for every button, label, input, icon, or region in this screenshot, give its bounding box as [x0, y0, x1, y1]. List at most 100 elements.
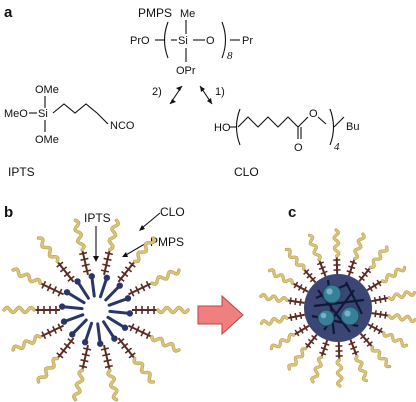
ipts-rung: [294, 329, 300, 337]
ipts-rung: [358, 275, 365, 282]
ipts-rung: [289, 297, 292, 305]
ipts-rung: [319, 351, 327, 356]
ipts-rung: [293, 281, 299, 289]
clo-chain: [369, 245, 389, 269]
ipts-rung: [52, 326, 58, 334]
ipts-rung: [100, 269, 109, 273]
ipts-rung: [350, 346, 358, 351]
silica-domain: [317, 309, 335, 327]
ipts-rung: [299, 298, 302, 306]
pmps-linker: [65, 290, 86, 305]
ipts-rung: [46, 328, 52, 337]
clo-chain: [270, 333, 295, 350]
ipts-rung: [377, 327, 383, 335]
ipts-rung: [129, 288, 135, 297]
ipts-rung: [373, 325, 379, 333]
ipts-rung: [363, 337, 370, 344]
ipts-rung: [124, 266, 133, 273]
clo-chain: [354, 355, 368, 382]
ipts-rung: [145, 280, 151, 289]
pmps-node: [81, 339, 89, 346]
ipts-rung: [320, 270, 328, 275]
ipts-rung: [79, 251, 88, 256]
pmps-node: [69, 331, 76, 338]
pmps-node: [126, 310, 134, 317]
ipts-rung: [349, 260, 357, 265]
ipts-rung: [294, 312, 298, 321]
ipts-rung: [369, 322, 374, 330]
pmps-pendant: OPr: [176, 65, 196, 77]
pmps-linker: [104, 284, 122, 302]
ipts-rung: [378, 295, 382, 304]
pmps-left-group: PrO: [130, 35, 150, 47]
ipts-rung: [121, 270, 129, 278]
ipts-rung: [104, 251, 113, 256]
clo-chain: [382, 331, 408, 348]
panel-b-labels: IPTS CLO PMPS: [84, 205, 185, 262]
ipts-rung: [128, 352, 136, 359]
silica-domain: [322, 284, 342, 304]
clo-end-group: Bu: [346, 121, 359, 133]
pmps-linker: [60, 305, 84, 311]
pmps-node: [97, 340, 104, 347]
clo-chain: [12, 334, 42, 351]
ipts-rung: [134, 286, 140, 294]
network-strand: [313, 298, 365, 308]
ipts-rung: [351, 350, 360, 355]
clo-chain: [150, 335, 180, 353]
ipts-rung: [56, 261, 64, 268]
ipts-rung: [41, 331, 47, 340]
ipts-rung: [117, 275, 125, 282]
clo-chain: [381, 266, 406, 283]
ipts-rung: [100, 347, 109, 351]
ipts-rung: [56, 352, 64, 359]
pmps-linker: [107, 296, 130, 307]
ipts-rung: [366, 341, 373, 347]
ipts-rung: [117, 338, 125, 345]
ipts-rung: [81, 263, 90, 267]
ipts-label: IPTS: [8, 165, 35, 179]
panel-label-b: b: [4, 204, 13, 221]
clo-chain: [72, 369, 84, 401]
ipts-rung: [134, 326, 140, 334]
ipts-rung: [80, 257, 89, 261]
pmps-node: [103, 274, 111, 281]
pmps-linker: [83, 321, 94, 344]
ipts-rung: [360, 333, 367, 340]
pmps-repeat-count: 8: [227, 50, 233, 62]
clo-chain: [133, 357, 155, 383]
ipts-rung: [103, 257, 112, 261]
pmps-node: [60, 318, 68, 325]
micelle-precursor-assembly: [2, 218, 190, 402]
ipts-rung: [298, 327, 304, 334]
pmps-structure: PMPS Me PrO Si O 8 Pr OPr: [130, 6, 253, 77]
ipts-end-group: NCO: [110, 120, 135, 132]
pmps-linker: [76, 279, 90, 300]
ipts-rung: [81, 353, 90, 357]
pmps-linker: [106, 315, 127, 330]
ipts-rung: [140, 283, 146, 292]
ipts-rung: [57, 323, 63, 332]
panel-label-a: a: [4, 4, 13, 21]
pmps-linker: [102, 320, 116, 341]
clo-carbonyl-oxygen: O: [294, 142, 303, 154]
ipts-rung: [41, 280, 47, 289]
ipts-rung: [80, 359, 89, 363]
clo-chain: [388, 313, 416, 323]
ipts-rung: [346, 270, 354, 274]
ipts-rung: [320, 346, 328, 351]
pmps-right-group: Pr: [242, 35, 253, 47]
clo-chain: [37, 237, 59, 263]
ipts-rung: [302, 286, 307, 294]
ipts-rung: [372, 282, 378, 289]
ipts-rung: [102, 353, 111, 357]
clo-ester-oxygen: O: [309, 108, 318, 120]
ipts-ome-top: OMe: [35, 84, 59, 96]
ipts-rung: [374, 310, 377, 318]
clo-chain: [268, 268, 294, 285]
clo-chain: [387, 290, 416, 301]
ipts-rung: [373, 296, 377, 305]
ipts-rung: [297, 283, 303, 291]
ipts-rung: [67, 275, 75, 282]
crosslinked-nanoparticle: [259, 228, 416, 388]
